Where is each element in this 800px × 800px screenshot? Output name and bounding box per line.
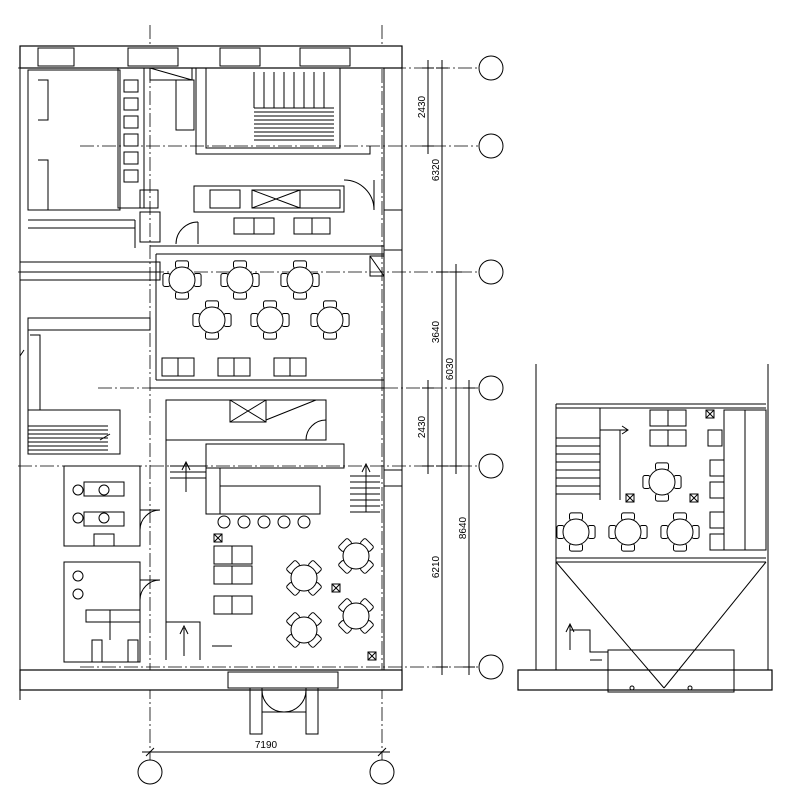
- chair: [649, 429, 669, 447]
- dimension-labels: 2430 6320 3640 6030 2430 8640 6210 7190: [255, 95, 469, 751]
- chair: [231, 545, 253, 565]
- chair: [233, 357, 251, 377]
- table-top: [342, 602, 370, 630]
- stair-left: [28, 425, 111, 451]
- dim-label: 2430: [417, 415, 428, 438]
- cafe-area: [165, 399, 380, 661]
- chair: [649, 409, 669, 427]
- chair: [273, 357, 291, 377]
- sink: [72, 588, 84, 600]
- grid-bubble: [478, 453, 504, 479]
- bar-stool: [237, 515, 251, 529]
- round-table: [162, 260, 202, 300]
- mezzanine-plan: [517, 364, 773, 693]
- chair: [177, 357, 195, 377]
- chair: [98, 512, 110, 524]
- dim-label: 8640: [458, 516, 469, 539]
- round-tables-mezz: [556, 462, 700, 552]
- dim-label: 6320: [431, 158, 442, 181]
- table-top: [316, 306, 344, 334]
- dim-label: 6210: [431, 555, 442, 578]
- stair-mezz: [556, 408, 629, 500]
- round-table: [220, 260, 260, 300]
- table-top: [342, 542, 370, 570]
- sink: [72, 570, 84, 582]
- round-tables-lower: [286, 538, 374, 648]
- round-table: [286, 560, 322, 596]
- main-walls: [19, 45, 403, 700]
- round-tables-upper: [162, 260, 350, 340]
- grid-bubble: [478, 133, 504, 159]
- dining-area-top: [150, 217, 384, 389]
- chair: [253, 217, 275, 235]
- chair: [667, 429, 687, 447]
- dim-label: 3640: [431, 320, 442, 343]
- chair: [231, 565, 253, 585]
- chair: [213, 565, 233, 585]
- round-table: [310, 300, 350, 340]
- chair: [72, 512, 84, 524]
- dim-label: 7190: [255, 740, 278, 751]
- chair: [213, 595, 233, 615]
- bar-stool: [257, 515, 271, 529]
- chair: [231, 595, 253, 615]
- chair: [213, 545, 233, 565]
- table-top: [666, 518, 694, 546]
- stair-bar: [170, 460, 380, 513]
- table-top: [198, 306, 226, 334]
- table-top: [168, 266, 196, 294]
- round-table: [608, 512, 648, 552]
- kitchen-area: [117, 67, 385, 277]
- grid-bubble: [478, 375, 504, 401]
- chair: [233, 217, 255, 235]
- table-top: [286, 266, 314, 294]
- grid-lines: [18, 25, 478, 760]
- grid-bubble: [478, 259, 504, 285]
- bar-stool: [297, 515, 311, 529]
- grid-bubble: [369, 759, 395, 785]
- left-rooms: [19, 69, 161, 455]
- grid-bubble: [478, 55, 504, 81]
- grid-bubble: [478, 654, 504, 680]
- round-table: [556, 512, 596, 552]
- round-table: [286, 612, 322, 648]
- column-marks: [213, 533, 377, 661]
- dim-label: 6030: [445, 357, 456, 380]
- dim-label: 2430: [417, 95, 428, 118]
- round-table: [192, 300, 232, 340]
- table-top: [290, 564, 318, 592]
- round-table: [250, 300, 290, 340]
- chair: [161, 357, 179, 377]
- round-table: [280, 260, 320, 300]
- chair: [72, 484, 84, 496]
- bar-stool: [217, 515, 231, 529]
- chair: [311, 217, 331, 235]
- chair: [217, 357, 235, 377]
- grid-bubbles: [137, 55, 504, 785]
- dimension-lines: [142, 60, 475, 757]
- stair-top: [253, 72, 334, 141]
- chair: [293, 217, 313, 235]
- chair: [289, 357, 307, 377]
- table-top: [290, 616, 318, 644]
- table-top: [614, 518, 642, 546]
- entrance[interactable]: [249, 687, 319, 735]
- round-table: [660, 512, 700, 552]
- grid-bubble: [137, 759, 163, 785]
- round-table: [338, 538, 374, 574]
- round-table: [338, 598, 374, 634]
- table-top: [256, 306, 284, 334]
- table-top: [648, 468, 676, 496]
- table-top: [226, 266, 254, 294]
- chair: [98, 484, 110, 496]
- chair: [667, 409, 687, 427]
- wc-area: [63, 465, 161, 663]
- bar-stool: [277, 515, 291, 529]
- round-table: [642, 462, 682, 502]
- table-top: [562, 518, 590, 546]
